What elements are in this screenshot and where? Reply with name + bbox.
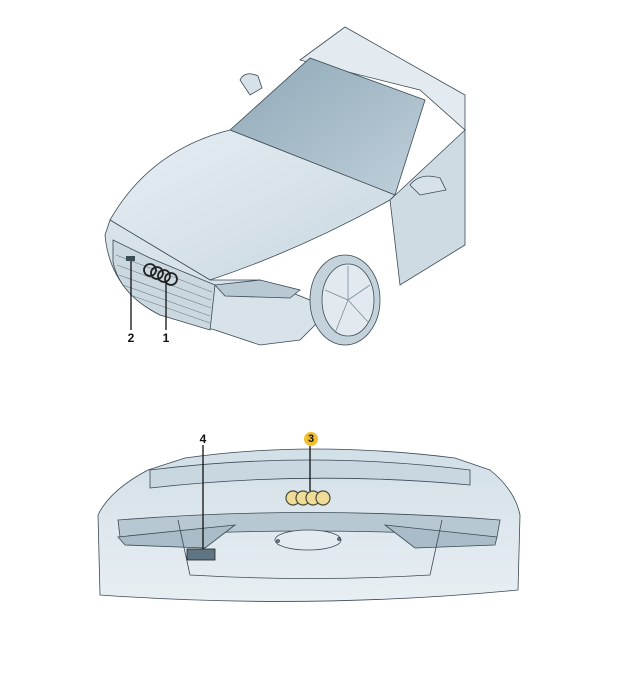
rear-four-rings-emblem <box>285 490 331 506</box>
front-car-view <box>104 26 466 346</box>
callout-1: 1 <box>162 331 170 345</box>
front-model-badge <box>126 256 135 261</box>
callout-2: 2 <box>127 331 135 345</box>
license-plate-light-recess <box>274 529 342 551</box>
callout-3: 3 <box>304 432 318 446</box>
front-four-rings-emblem <box>143 263 178 286</box>
rear-car-view <box>97 448 521 602</box>
rear-model-badge <box>186 548 216 561</box>
callout-4: 4 <box>199 432 207 446</box>
